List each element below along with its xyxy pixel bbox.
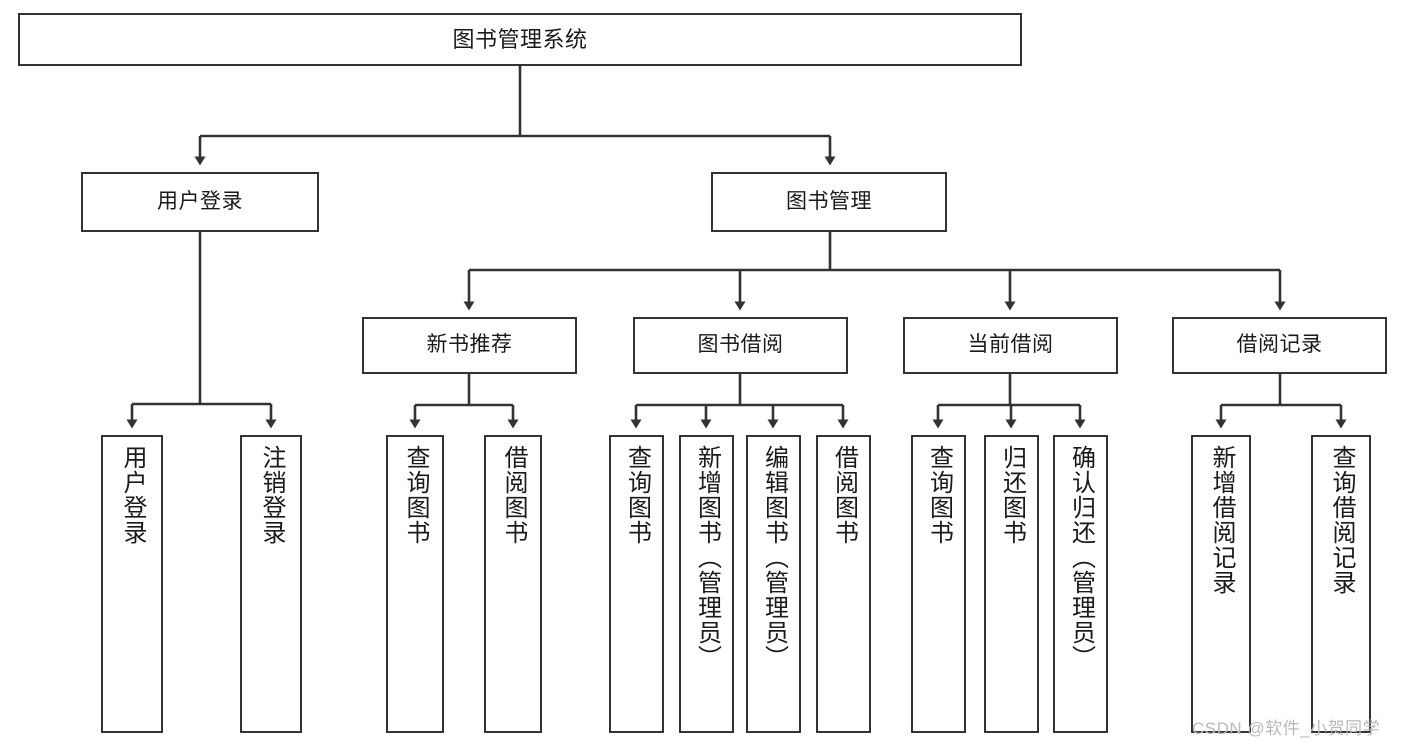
node-leaf-query-book-borrow-label: 查询图书: [623, 445, 651, 545]
node-leaf-edit-book-admin[interactable]: 编辑图书（管理员）: [746, 435, 801, 733]
node-user-login-label: 用户登录: [157, 189, 243, 213]
node-leaf-confirm-return-admin[interactable]: 确认归还（管理员）: [1053, 435, 1108, 733]
node-current-borrow[interactable]: 当前借阅: [903, 317, 1118, 374]
node-leaf-logout-login-label: 注销登录: [257, 445, 285, 545]
node-leaf-borrow-book-rec-label: 借阅图书: [499, 445, 527, 545]
node-leaf-query-book-rec-label: 查询图书: [401, 445, 429, 545]
node-book-borrow-label: 图书借阅: [697, 333, 784, 357]
node-borrow-record-label: 借阅记录: [1236, 333, 1323, 357]
node-leaf-borrow-book-label: 借阅图书: [830, 445, 858, 545]
node-leaf-edit-book-admin-label: 编辑图书（管理员）: [760, 445, 788, 670]
node-root-label: 图书管理系统: [452, 26, 588, 52]
node-borrow-record[interactable]: 借阅记录: [1172, 317, 1387, 374]
node-leaf-confirm-return-admin-label: 确认归还（管理员）: [1067, 445, 1095, 670]
node-leaf-borrow-book-rec[interactable]: 借阅图书: [484, 435, 542, 733]
node-leaf-add-book-admin[interactable]: 新增图书（管理员）: [679, 435, 734, 733]
node-book-manage-label: 图书管理: [786, 189, 872, 213]
node-leaf-borrow-book[interactable]: 借阅图书: [816, 435, 871, 733]
node-leaf-query-borrow-record-label: 查询借阅记录: [1327, 445, 1355, 595]
node-leaf-user-login-label: 用户登录: [118, 445, 146, 545]
node-leaf-query-book-borrow[interactable]: 查询图书: [609, 435, 664, 733]
node-book-manage[interactable]: 图书管理: [711, 172, 947, 232]
csdn-watermark: CSDN @软件_小贺同学: [1192, 719, 1381, 738]
node-new-book-recommend-label: 新书推荐: [426, 333, 513, 357]
node-leaf-query-book-rec[interactable]: 查询图书: [386, 435, 444, 733]
node-leaf-query-book-cur[interactable]: 查询图书: [911, 435, 966, 733]
node-leaf-return-book[interactable]: 归还图书: [984, 435, 1039, 733]
node-new-book-recommend[interactable]: 新书推荐: [362, 317, 577, 374]
node-leaf-add-borrow-record[interactable]: 新增借阅记录: [1191, 435, 1251, 733]
node-leaf-logout-login[interactable]: 注销登录: [240, 435, 302, 733]
node-leaf-return-book-label: 归还图书: [998, 445, 1026, 545]
node-leaf-add-book-admin-label: 新增图书（管理员）: [693, 445, 721, 670]
node-root[interactable]: 图书管理系统: [18, 13, 1022, 66]
node-book-borrow[interactable]: 图书借阅: [633, 317, 848, 374]
node-user-login[interactable]: 用户登录: [81, 172, 319, 232]
node-leaf-query-book-cur-label: 查询图书: [925, 445, 953, 545]
node-current-borrow-label: 当前借阅: [967, 333, 1054, 357]
node-leaf-add-borrow-record-label: 新增借阅记录: [1207, 445, 1235, 595]
node-leaf-user-login[interactable]: 用户登录: [101, 435, 163, 733]
node-leaf-query-borrow-record[interactable]: 查询借阅记录: [1311, 435, 1371, 733]
